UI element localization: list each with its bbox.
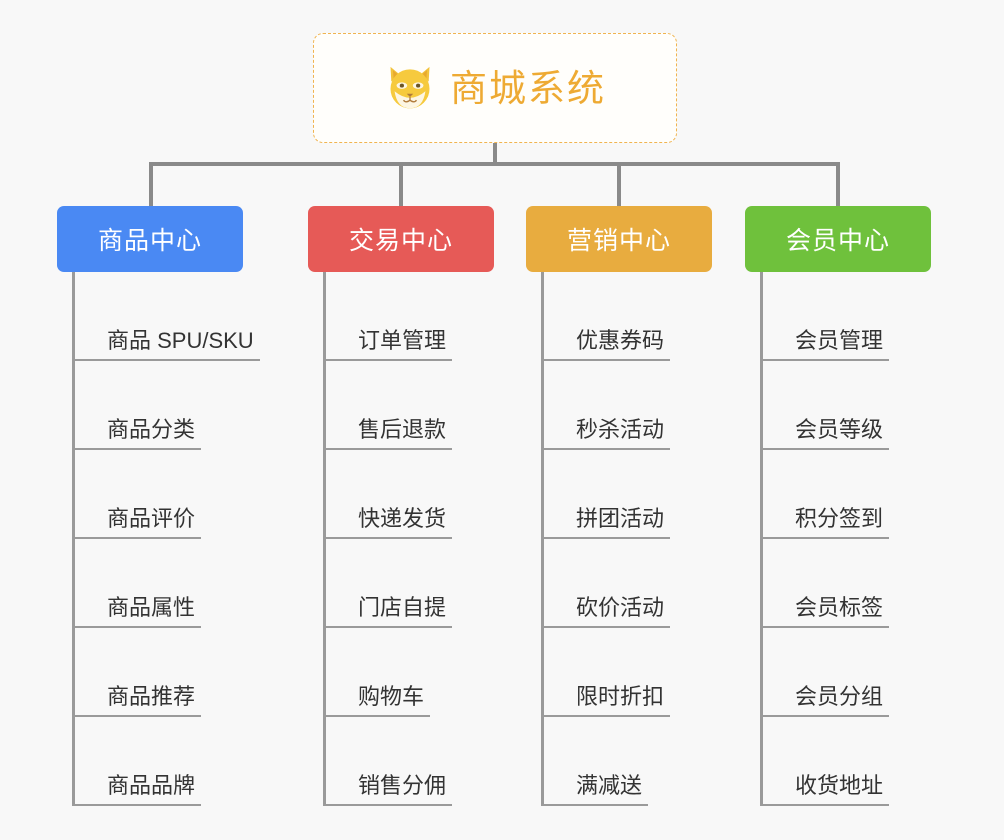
branch-bus-connector [149,162,840,166]
leaf-item[interactable]: 砍价活动 [544,539,671,628]
leaf-item[interactable]: 会员分组 [763,628,890,717]
shiba-dog-face-icon [390,66,430,109]
leaf-item-label: 收货地址 [763,773,890,806]
drop-connector-4 [836,162,840,206]
leaf-item-label: 积分签到 [763,506,890,539]
leaf-item-label: 会员管理 [763,328,890,361]
column-spine [72,272,75,806]
leaf-item-label: 拼团活动 [544,506,671,539]
root-node-label: 商城系统 [450,67,606,109]
leaf-item[interactable]: 商品属性 [75,539,202,628]
leaf-item[interactable]: 拼团活动 [544,450,671,539]
leaf-item-label: 商品评价 [75,506,202,539]
leaf-item[interactable]: 限时折扣 [544,628,671,717]
leaf-item-label: 商品品牌 [75,773,202,806]
branch-label: 交易中心 [348,227,453,255]
branch-box-product-center[interactable]: 商品中心 [57,206,243,272]
leaf-item[interactable]: 满减送 [544,717,649,806]
leaf-item-label: 商品推荐 [75,684,202,717]
leaf-item[interactable]: 积分签到 [763,450,890,539]
leaf-item-label: 秒杀活动 [544,417,671,450]
branch-label: 商品中心 [97,227,202,255]
branch-box-member-center[interactable]: 会员中心 [745,206,931,272]
leaf-item-label: 购物车 [326,684,431,717]
leaf-item[interactable]: 收货地址 [763,717,890,806]
leaf-item[interactable]: 商品推荐 [75,628,202,717]
leaf-item[interactable]: 商品 SPU/SKU [75,272,260,361]
leaf-item-label: 销售分佣 [326,773,453,806]
leaf-item-label: 限时折扣 [544,684,671,717]
leaf-item[interactable]: 售后退款 [326,361,453,450]
drop-connector-2 [399,162,403,206]
leaf-item-label: 售后退款 [326,417,453,450]
leaf-item-label: 满减送 [544,773,649,806]
leaf-item[interactable]: 会员等级 [763,361,890,450]
branch-label: 营销中心 [566,227,671,255]
leaf-item[interactable]: 销售分佣 [326,717,453,806]
leaf-item[interactable]: 会员管理 [763,272,890,361]
leaf-item-label: 优惠券码 [544,328,671,361]
leaf-item-label: 快递发货 [326,506,453,539]
column-spine [541,272,544,806]
leaf-item-label: 门店自提 [326,595,453,628]
leaf-item-label: 会员分组 [763,684,890,717]
leaf-item[interactable]: 秒杀活动 [544,361,671,450]
drop-connector-1 [149,162,153,206]
leaf-item[interactable]: 快递发货 [326,450,453,539]
column-spine [760,272,763,806]
branch-box-marketing-center[interactable]: 营销中心 [526,206,712,272]
leaf-item-label: 会员标签 [763,595,890,628]
root-trunk-connector [493,143,497,165]
branch-box-trade-center[interactable]: 交易中心 [308,206,494,272]
leaf-item[interactable]: 购物车 [326,628,431,717]
leaf-item[interactable]: 优惠券码 [544,272,671,361]
leaf-item-label: 商品属性 [75,595,202,628]
leaf-item[interactable]: 商品品牌 [75,717,202,806]
branch-label: 会员中心 [785,227,890,255]
leaf-item-label: 商品 SPU/SKU [75,328,260,361]
leaf-item[interactable]: 会员标签 [763,539,890,628]
leaf-item-label: 商品分类 [75,417,202,450]
leaf-item[interactable]: 订单管理 [326,272,453,361]
leaf-item-label: 砍价活动 [544,595,671,628]
column-spine [323,272,326,806]
leaf-item-label: 订单管理 [326,328,453,361]
root-node-shop-system[interactable]: 商城系统 [313,33,677,143]
leaf-item-label: 会员等级 [763,417,890,450]
leaf-item[interactable]: 商品分类 [75,361,202,450]
leaf-item[interactable]: 商品评价 [75,450,202,539]
drop-connector-3 [617,162,621,206]
leaf-item[interactable]: 门店自提 [326,539,453,628]
